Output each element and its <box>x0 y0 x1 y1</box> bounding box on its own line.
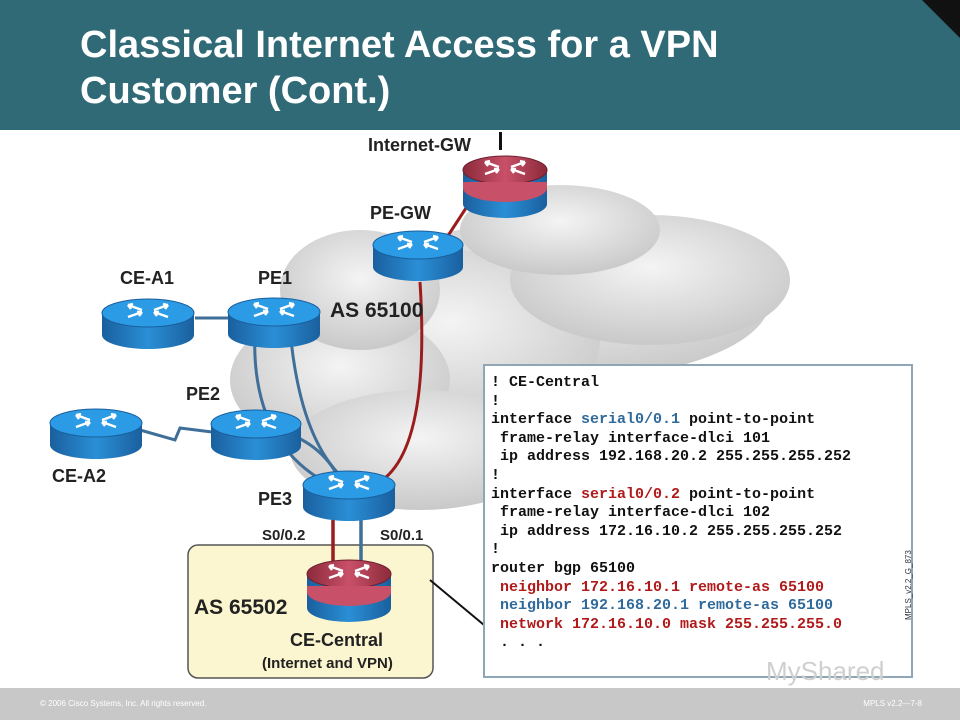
label-ce-a2: CE-A2 <box>52 466 106 486</box>
link-pe3-pe-gw <box>384 281 424 480</box>
config-line: ! <box>491 541 905 560</box>
config-token: point-to-point <box>680 411 816 429</box>
config-line: . . . <box>491 634 905 653</box>
router-ce-central <box>306 559 392 622</box>
title-bar: Classical Internet Access for a VPN Cust… <box>0 0 960 130</box>
config-token: point-to-point <box>680 485 816 503</box>
callout-line <box>429 579 491 631</box>
config-token: frame-relay interface-dlci 101 <box>491 429 771 447</box>
router-pe-gw <box>372 230 464 281</box>
router-ce-a1 <box>101 298 195 349</box>
config-line: frame-relay interface-dlci 101 <box>491 430 905 449</box>
config-token: serial0/0.1 <box>581 411 681 429</box>
config-line: router bgp 65100 <box>491 560 905 579</box>
config-line: interface serial0/0.2 point-to-point <box>491 486 905 505</box>
config-token: neighbor 192.168.20.1 remote-as 65100 <box>491 597 834 615</box>
config-token: interface <box>491 485 582 503</box>
config-token: ip address 192.168.20.2 255.255.255.252 <box>491 448 852 466</box>
config-line: ! <box>491 467 905 486</box>
config-line: frame-relay interface-dlci 102 <box>491 504 905 523</box>
config-line: network 172.16.10.0 mask 255.255.255.0 <box>491 616 905 635</box>
label-ce-a1: CE-A1 <box>120 268 174 288</box>
watermark: MyShared <box>766 656 885 686</box>
label-pe1: PE1 <box>258 268 292 288</box>
config-token: neighbor 172.16.10.1 remote-as 65100 <box>491 578 825 596</box>
footer-copyright: © 2006 Cisco Systems, Inc. All rights re… <box>40 699 207 708</box>
label-s02: S0/0.2 <box>262 527 305 544</box>
slide-id: MPLS_v2.2_G_873 <box>904 550 913 620</box>
slide-title-line2: Customer (Cont.) <box>80 70 391 112</box>
label-ce-central-sub: (Internet and VPN) <box>262 655 393 672</box>
config-token: ! <box>491 541 501 559</box>
config-line: ! CE-Central <box>491 374 905 393</box>
config-token: ! CE-Central <box>491 374 600 391</box>
label-pe-gw: PE-GW <box>370 203 431 223</box>
config-line: neighbor 192.168.20.1 remote-as 65100 <box>491 597 905 616</box>
config-line: ip address 192.168.20.2 255.255.255.252 <box>491 448 905 467</box>
router-ce-a2 <box>49 408 143 459</box>
link-ce-a2-pe2 <box>139 426 213 442</box>
slide-title: Classical Internet Access for a VPN Cust… <box>80 22 840 114</box>
router-pe2 <box>210 409 302 460</box>
config-token: serial0/0.2 <box>581 485 681 503</box>
label-as-customer: AS 65502 <box>194 596 287 619</box>
config-line: ! <box>491 393 905 412</box>
config-token: ip address 172.16.10.2 255.255.255.252 <box>491 522 843 540</box>
label-as-core: AS 65100 <box>330 299 423 322</box>
page-corner-mark <box>922 0 960 38</box>
config-line: interface serial0/0.1 point-to-point <box>491 411 905 430</box>
footer-course: MPLS v2.2—7-8 <box>863 699 922 708</box>
router-pe1 <box>227 297 321 348</box>
router-internet-gw <box>462 132 548 218</box>
config-token: interface <box>491 411 582 429</box>
label-ce-central: CE-Central <box>290 630 383 650</box>
config-token: router bgp 65100 <box>491 559 636 577</box>
config-token: . . . <box>491 634 546 652</box>
config-token: network 172.16.10.0 mask 255.255.255.0 <box>491 615 843 633</box>
router-pe3 <box>302 470 396 521</box>
config-token: ! <box>491 466 501 484</box>
footer: © 2006 Cisco Systems, Inc. All rights re… <box>0 688 960 720</box>
label-internet-gw: Internet-GW <box>368 135 471 155</box>
config-line: ip address 172.16.10.2 255.255.255.252 <box>491 523 905 542</box>
slide-title-line1: Classical Internet Access for a VPN <box>80 24 719 66</box>
config-line: neighbor 172.16.10.1 remote-as 65100 <box>491 579 905 598</box>
label-pe3: PE3 <box>258 489 292 509</box>
label-pe2: PE2 <box>186 384 220 404</box>
config-token: frame-relay interface-dlci 102 <box>491 504 771 522</box>
config-listing: ! CE-Central!interface serial0/0.1 point… <box>483 364 913 678</box>
config-token: ! <box>491 392 501 410</box>
label-s01: S0/0.1 <box>380 527 423 544</box>
